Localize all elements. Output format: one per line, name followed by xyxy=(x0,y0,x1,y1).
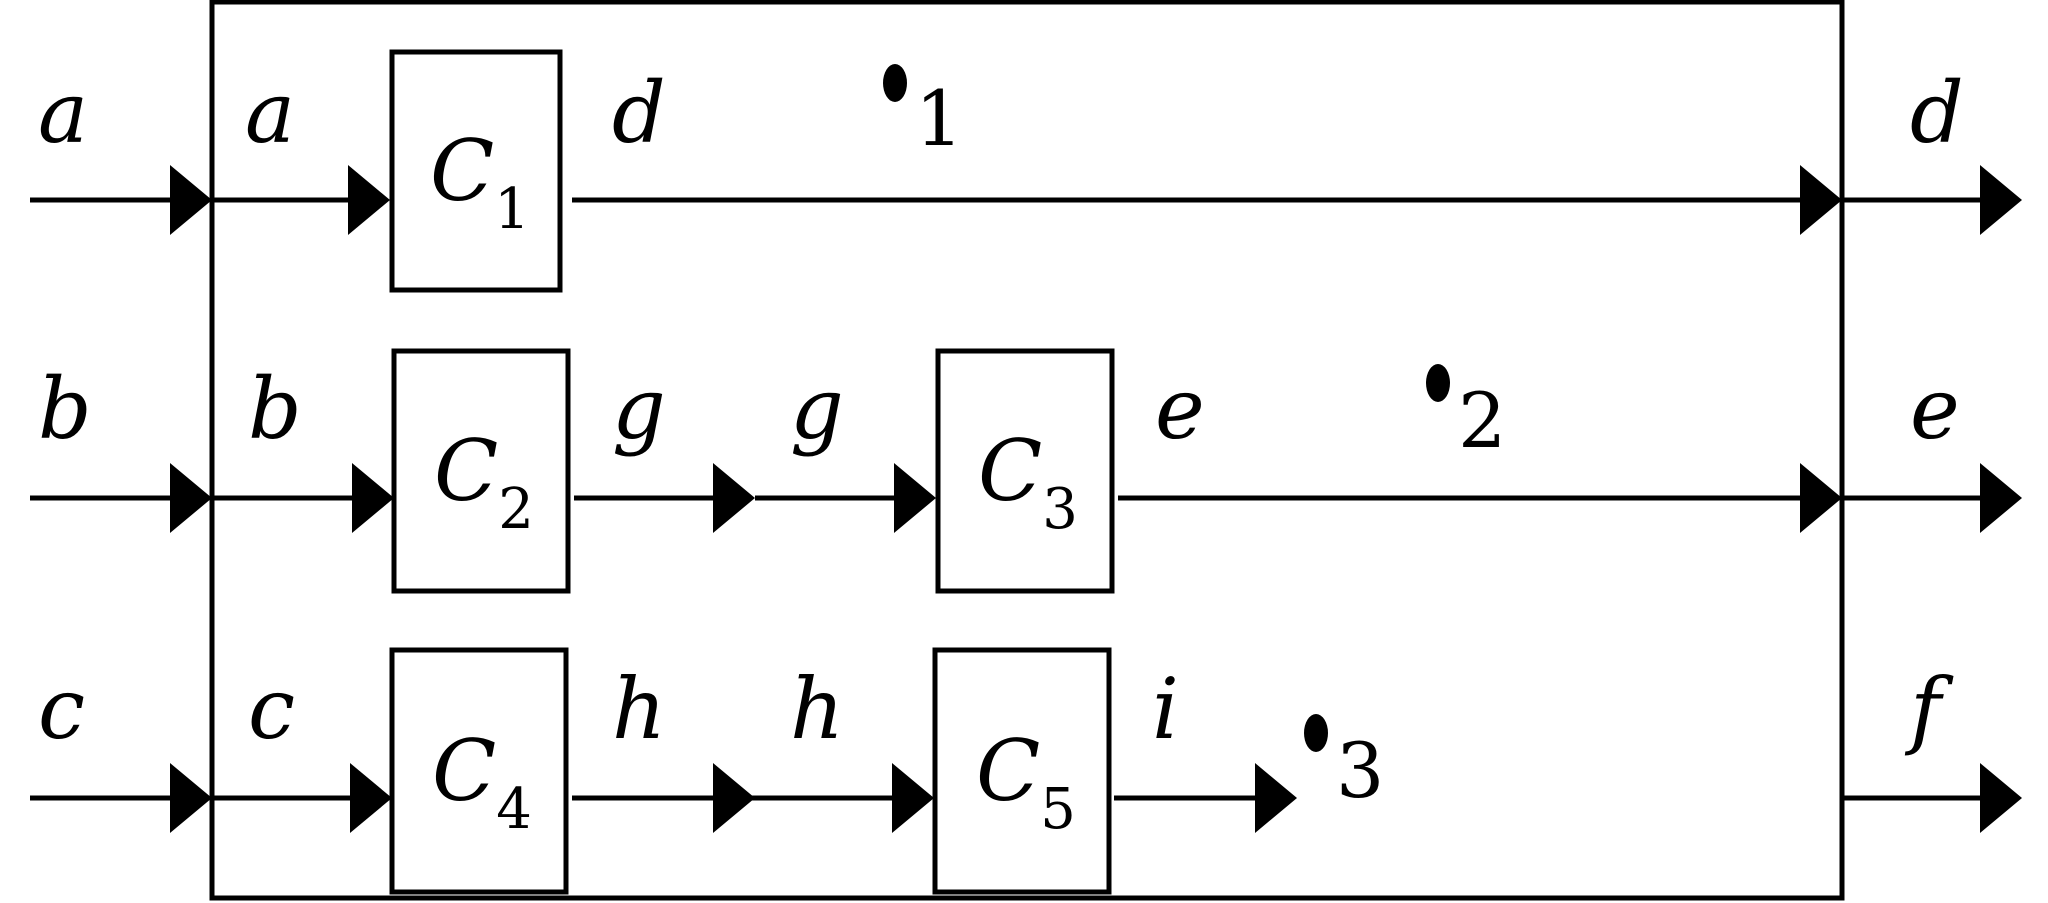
wire-label: g xyxy=(612,360,666,458)
wire-label: e xyxy=(1155,360,1205,458)
arrowhead xyxy=(1980,165,2022,235)
arrowhead xyxy=(1800,463,1842,533)
component-label-c2: C2 xyxy=(434,422,534,542)
component-c4 xyxy=(389,647,569,895)
arrowhead xyxy=(170,763,212,833)
arrowhead xyxy=(170,463,212,533)
component-c2 xyxy=(391,348,571,594)
output-label-e: e xyxy=(1910,360,1960,458)
wire-label: i xyxy=(1152,660,1179,758)
input-label-a: a xyxy=(38,64,88,162)
arrowhead xyxy=(713,763,755,833)
arrowhead xyxy=(894,463,936,533)
wire-label: d xyxy=(612,64,666,162)
component-label-c1: C1 xyxy=(430,122,530,242)
component-label-c5: C5 xyxy=(976,722,1076,842)
marker-label-2: 2 xyxy=(1458,376,1506,465)
arrowhead xyxy=(170,165,212,235)
component-c5 xyxy=(932,647,1112,895)
marker-dot xyxy=(883,64,907,102)
marker-label-1: 1 xyxy=(915,74,963,163)
wire-label: h xyxy=(612,660,666,758)
wire-label: b xyxy=(248,360,302,458)
component-label-c3: C3 xyxy=(978,422,1078,542)
arrowhead xyxy=(352,463,394,533)
wire-label: g xyxy=(790,360,844,458)
wire-label: a xyxy=(245,64,295,162)
output-label-d: d xyxy=(1910,64,1964,162)
arrowhead xyxy=(1800,165,1842,235)
output-label-f: f xyxy=(1904,660,1954,758)
component-c3 xyxy=(935,348,1115,594)
system-boundary xyxy=(209,0,1845,901)
wire-label: c xyxy=(248,660,295,758)
component-label-c4: C4 xyxy=(432,722,532,842)
marker-dot xyxy=(1426,364,1450,402)
input-label-b: b xyxy=(38,360,92,458)
arrowhead xyxy=(350,763,392,833)
arrowhead xyxy=(348,165,390,235)
marker-dot xyxy=(1304,714,1328,752)
arrowhead xyxy=(1980,463,2022,533)
arrowhead xyxy=(1980,763,2022,833)
input-label-c: c xyxy=(38,660,85,758)
arrowhead xyxy=(713,463,755,533)
marker-label-3: 3 xyxy=(1336,726,1384,815)
arrowhead xyxy=(1255,763,1297,833)
arrowhead xyxy=(892,763,934,833)
wire-label: h xyxy=(790,660,844,758)
component-c1 xyxy=(389,49,563,293)
